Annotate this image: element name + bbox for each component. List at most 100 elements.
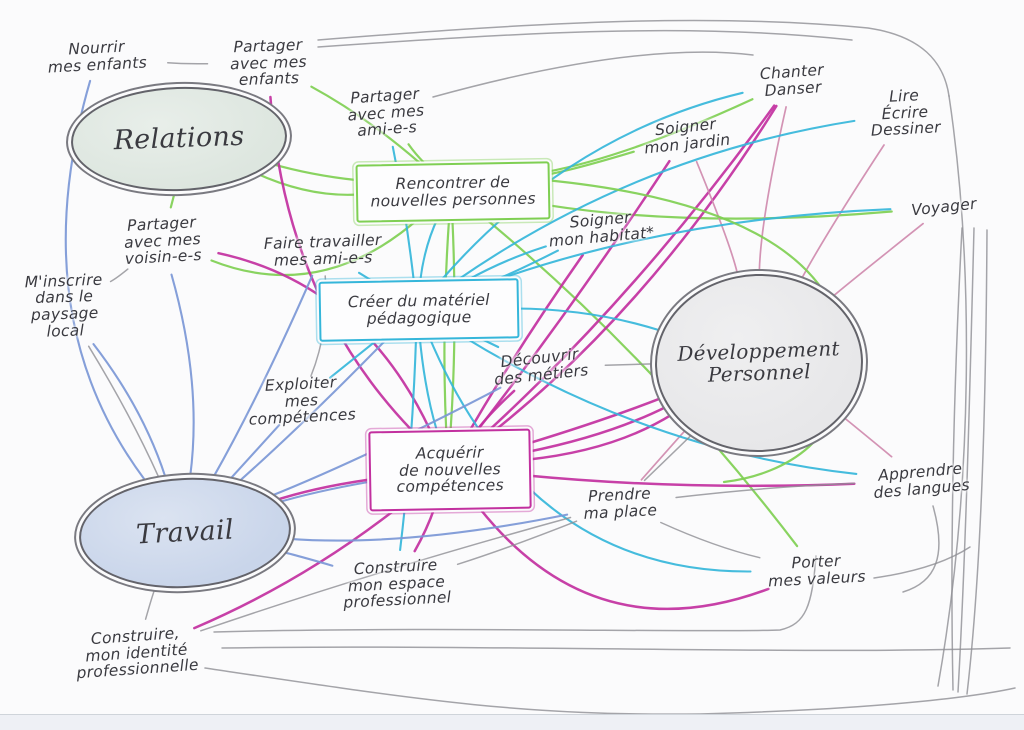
node-partagerVoisins[interactable]: Partager avec mes voisin-e-s bbox=[108, 209, 216, 272]
edge-travail-partagerVoisins bbox=[170, 273, 195, 478]
edge-rencontrer-voyager bbox=[544, 203, 893, 220]
node-label-soignerHabitat: Soigner mon habitat* bbox=[548, 208, 656, 251]
edge-developpement-soignerJardin bbox=[695, 160, 739, 275]
node-prendrePlace[interactable]: Prendre ma place bbox=[569, 480, 671, 527]
node-partagerEnfants[interactable]: Partager avec mes enfants bbox=[215, 32, 322, 94]
node-label-travail: Travail bbox=[135, 514, 235, 551]
node-rencontrer[interactable]: Rencontrer de nouvelles personnes bbox=[355, 161, 551, 223]
freehand-bottom-arc-1 bbox=[213, 555, 817, 633]
edge-inscrirePaysage-partagerVoisins bbox=[109, 268, 129, 283]
node-label-partagerVoisins: Partager avec mes voisin-e-s bbox=[123, 213, 202, 269]
edge-creer-soignerHabitat bbox=[466, 245, 547, 282]
edge-travail-prendrePlace bbox=[286, 513, 569, 542]
node-label-developpement: Développement Personnel bbox=[676, 336, 841, 387]
freehand-porter-right-tie bbox=[873, 546, 971, 579]
edge-rencontrer-partagerAmis bbox=[407, 143, 426, 165]
edge-acquerir-porterValeurs bbox=[476, 504, 770, 611]
edge-travail-acquerir bbox=[273, 480, 371, 505]
node-lireEcrire[interactable]: Lire Écrire Dessiner bbox=[859, 81, 950, 146]
node-label-soignerJardin: Soigner mon jardin bbox=[642, 115, 731, 158]
node-label-porterValeurs: Porter mes valeurs bbox=[767, 552, 866, 591]
node-chanterDanser[interactable]: Chanter Danser bbox=[743, 57, 841, 106]
node-porterValeurs[interactable]: Porter mes valeurs bbox=[757, 547, 874, 595]
edge-rencontrer-porterValeurs bbox=[482, 215, 799, 548]
edge-travail-faireTravailler bbox=[211, 274, 314, 480]
node-label-construireEspace: Construire mon espace professionnel bbox=[342, 555, 452, 613]
edge-rencontrer-relations bbox=[254, 171, 358, 196]
node-construireEspace[interactable]: Construire mon espace professionnel bbox=[327, 552, 465, 617]
edge-rencontrer-chanterDanser bbox=[544, 98, 754, 174]
edge-acquerir-chanterDanser bbox=[488, 104, 776, 432]
scan-edge-strip bbox=[0, 714, 1024, 730]
node-label-partagerAmis: Partager avec mes ami-e-s bbox=[347, 84, 425, 141]
freehand-top-frame-arc-1 bbox=[317, 19, 950, 97]
node-label-nourrir: Nourrir mes enfants bbox=[47, 37, 148, 77]
edge-acquerir-developpement bbox=[525, 396, 664, 446]
edge-prendrePlace-construireEspace bbox=[456, 520, 578, 566]
node-label-voyager: Voyager bbox=[910, 194, 978, 220]
edge-acquerir-developpement bbox=[525, 412, 675, 461]
freehand-top-frame-arc-2 bbox=[317, 29, 853, 48]
freehand-voyager-line-1 bbox=[951, 227, 963, 691]
edge-creer-rencontrer bbox=[419, 215, 440, 282]
edge-acquerir-soignerJardin bbox=[476, 159, 671, 432]
node-nourrir[interactable]: Nourrir mes enfants bbox=[31, 35, 163, 80]
node-acquerir[interactable]: Acquérir de nouvelles compétences bbox=[368, 428, 532, 512]
edge-apprendreLangues-prendrePlace bbox=[675, 482, 856, 499]
node-label-acquerir: Acquérir de nouvelles compétences bbox=[396, 443, 505, 497]
node-travail[interactable]: Travail bbox=[76, 472, 294, 594]
node-label-apprendreLangues: Apprendre des langues bbox=[872, 459, 971, 503]
node-soignerHabitat[interactable]: Soigner mon habitat* bbox=[535, 202, 666, 257]
edge-nourrir-partagerEnfants bbox=[167, 62, 209, 65]
node-label-rencontrer: Rencontrer de nouvelles personnes bbox=[370, 173, 536, 211]
edge-acquerir-construireIdentite bbox=[193, 504, 401, 630]
edge-travail-creer bbox=[235, 334, 391, 485]
edge-prendrePlace-construireIdentite bbox=[200, 516, 572, 632]
node-construireIdentite[interactable]: Construire, mon identité professionnelle bbox=[57, 619, 216, 688]
node-decouvrirMetiers[interactable]: Découvrir des métiers bbox=[481, 340, 600, 394]
edge-creer-porterValeurs bbox=[427, 334, 752, 573]
freehand-partager-amis-arc bbox=[432, 51, 754, 98]
edge-creer-chanterDanser bbox=[440, 91, 744, 282]
edge-porterValeurs-prendrePlace bbox=[660, 521, 761, 559]
node-label-prendrePlace: Prendre ma place bbox=[583, 484, 658, 523]
freehand-voyager-line-2 bbox=[957, 227, 975, 693]
edge-creer-developpement bbox=[513, 307, 661, 332]
node-apprendreLangues[interactable]: Apprendre des langues bbox=[860, 454, 981, 508]
node-label-creer: Créer du matériel pédagogique bbox=[347, 291, 490, 328]
edge-inscrirePaysage-travail bbox=[87, 345, 160, 479]
edge-acquerir-decouvrirMetiers bbox=[475, 389, 516, 432]
node-label-decouvrirMetiers: Découvrir des métiers bbox=[492, 345, 589, 389]
node-label-relations: Relations bbox=[113, 121, 245, 157]
node-faireTravailler[interactable]: Faire travailler mes ami-e-s bbox=[256, 229, 389, 274]
node-label-chanterDanser: Chanter Danser bbox=[758, 61, 824, 100]
node-inscrirePaysage[interactable]: M'inscrire dans le paysage local bbox=[15, 264, 113, 347]
freehand-bottom-arc-2 bbox=[221, 646, 1011, 652]
edge-creer-apprendreLangues bbox=[461, 334, 858, 475]
edge-travail-inscrirePaysage bbox=[92, 343, 167, 478]
node-exploiter[interactable]: Exploiter mes compétences bbox=[228, 373, 375, 429]
node-relations[interactable]: Relations bbox=[69, 83, 289, 195]
node-partagerAmis[interactable]: Partager avec mes ami-e-s bbox=[334, 81, 438, 146]
edge-rencontrer-partagerVoisins bbox=[210, 215, 422, 277]
edge-rencontrer-partagerEnfants bbox=[310, 85, 421, 165]
node-label-inscrirePaysage: M'inscrire dans le paysage local bbox=[23, 270, 103, 341]
node-developpement[interactable]: Développement Personnel bbox=[651, 270, 867, 456]
node-voyager[interactable]: Voyager bbox=[897, 189, 991, 224]
edge-acquerir-chanterDanser bbox=[494, 104, 778, 432]
node-creer[interactable]: Créer du matériel pédagogique bbox=[318, 278, 520, 342]
edge-creer-voyager bbox=[495, 208, 892, 282]
edge-travail-exploiter bbox=[227, 424, 281, 483]
freehand-voyager-line-3 bbox=[966, 229, 988, 695]
edge-acquerir-developpement bbox=[525, 404, 669, 454]
edge-travail-construireEspace bbox=[280, 550, 334, 567]
node-label-construireIdentite: Construire, mon identité professionnelle bbox=[75, 623, 199, 683]
node-soignerJardin[interactable]: Soigner mon jardin bbox=[627, 109, 746, 163]
node-label-partagerEnfants: Partager avec mes enfants bbox=[229, 35, 307, 90]
edge-developpement-voyager bbox=[829, 222, 924, 300]
node-label-exploiter: Exploiter mes compétences bbox=[247, 373, 356, 430]
edge-acquerir-soignerHabitat bbox=[468, 253, 584, 432]
edge-creer-lireEcrire bbox=[456, 119, 856, 282]
